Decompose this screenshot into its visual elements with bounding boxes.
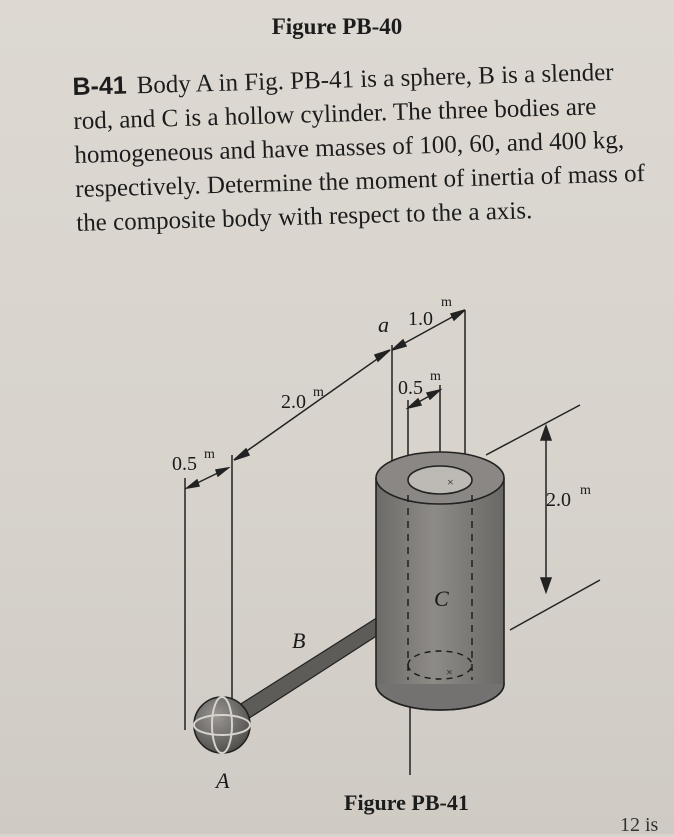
sphere-dimension bbox=[184, 466, 231, 490]
figure-pb40-caption: Figure PB-40 bbox=[271, 14, 403, 39]
body-C-label: C bbox=[434, 586, 449, 611]
dim-height-value: 2.0 bbox=[546, 489, 571, 511]
dim-top-value: 1.0 bbox=[408, 308, 433, 330]
dim-inner-value: 0.5 bbox=[398, 377, 423, 399]
body-A-label: A bbox=[214, 768, 230, 793]
height-dimension bbox=[485, 404, 601, 631]
cylinder-C: × × bbox=[375, 451, 505, 711]
figure-pb41-caption: Figure PB-41 bbox=[344, 790, 469, 815]
axis-a-line bbox=[391, 345, 411, 775]
top-dimension bbox=[391, 309, 466, 351]
sphere-guide-lines bbox=[184, 455, 233, 730]
cylinder-top-center-mark: × bbox=[447, 475, 454, 489]
dim-rod-value: 2.0 bbox=[281, 391, 306, 413]
body-B-label: B bbox=[292, 628, 305, 653]
rod-dimension bbox=[233, 349, 391, 461]
rod-B bbox=[227, 611, 393, 725]
dim-rod-unit: m bbox=[313, 385, 324, 400]
next-page-fragment: 12 is bbox=[620, 814, 659, 836]
dim-top-unit: m bbox=[441, 295, 452, 310]
axis-a-label: a bbox=[378, 312, 389, 337]
dim-inner-unit: m bbox=[430, 369, 441, 384]
cylinder-bottom-center-mark: × bbox=[446, 665, 453, 679]
sphere-A bbox=[193, 696, 251, 754]
dim-height-unit: m bbox=[580, 483, 591, 498]
dim-sphere-unit: m bbox=[204, 447, 215, 462]
dim-sphere-value: 0.5 bbox=[172, 453, 197, 475]
